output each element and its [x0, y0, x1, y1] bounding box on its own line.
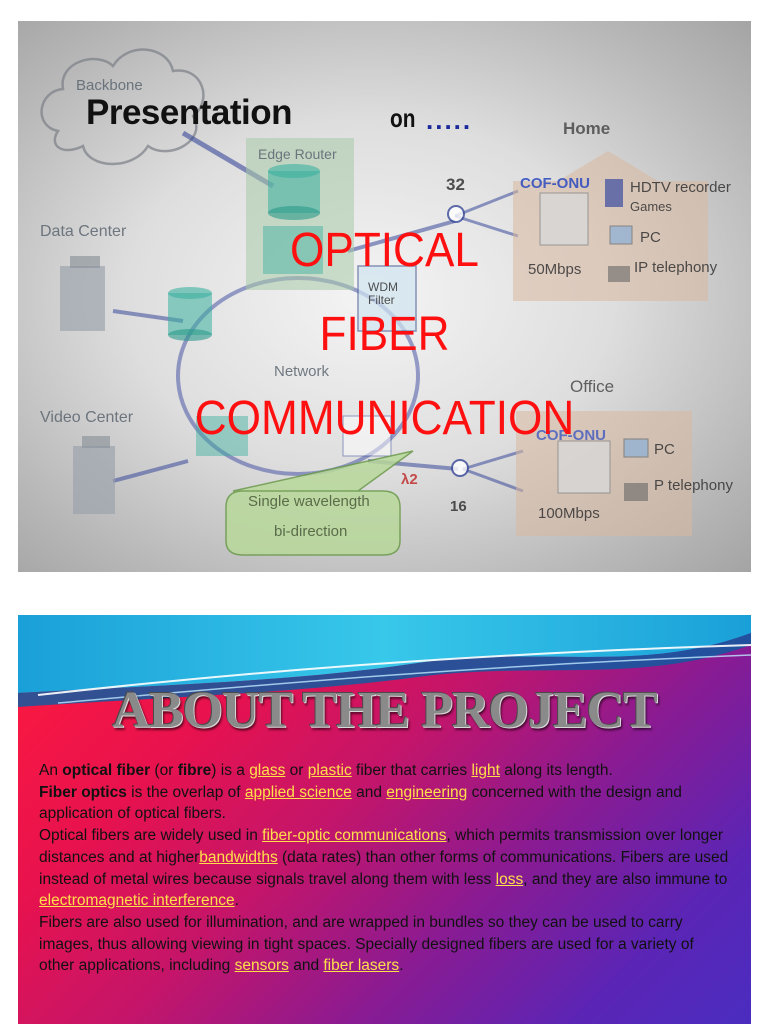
wdm-filter-box — [357, 265, 417, 332]
games-label: Games — [630, 199, 672, 214]
link-fiber-optic-communications[interactable]: fiber-optic communications — [262, 827, 447, 845]
pc-office-label: PC — [654, 441, 675, 458]
network-label: Network — [274, 363, 330, 380]
about-slide: ABOUT THE PROJECT An optical fiber (or f… — [18, 615, 751, 1024]
presentation-heading: Presentation — [86, 93, 293, 132]
ip-telephony-office-label: P telephony — [654, 477, 733, 494]
edge-router-label: Edge Router — [258, 146, 337, 162]
link-glass[interactable]: glass — [249, 762, 286, 779]
link-electromagnetic-interference[interactable]: electromagnetic interference — [39, 892, 235, 910]
text: An — [39, 762, 63, 779]
title-slide: Backbone Edge Router Home COF-ONU HDTV r… — [18, 21, 751, 572]
paragraph-illumination: Fibers are also used for illumination, a… — [39, 912, 729, 977]
text: . — [399, 957, 404, 975]
about-title: ABOUT THE PROJECT — [112, 682, 658, 739]
lambda2-label: λ2 — [401, 471, 418, 488]
count-16-label: 16 — [450, 498, 467, 515]
about-body: An optical fiber (or fibre) is a glass o… — [39, 760, 729, 977]
link-applied-science[interactable]: applied science — [244, 783, 352, 801]
link-fiber-lasers[interactable]: fiber lasers — [323, 957, 400, 975]
paragraph-fiber-optics: Fiber optics is the overlap of applied s… — [39, 782, 729, 825]
data-center-label: Data Center — [40, 223, 127, 240]
callout-bubble — [225, 450, 414, 556]
text: , and they are also immune to — [523, 870, 728, 888]
link-light[interactable]: light — [471, 762, 500, 779]
bold-term: optical fiber — [62, 762, 151, 779]
backbone-label: Backbone — [76, 77, 143, 94]
link-plastic[interactable]: plastic — [307, 762, 352, 779]
link-loss[interactable]: loss — [495, 870, 524, 888]
paragraph-uses: Optical fibers are widely used in fiber-… — [39, 825, 729, 912]
splitter-office — [451, 459, 469, 477]
text: . — [234, 892, 239, 910]
count-32-label: 32 — [446, 175, 465, 194]
data-center-building — [60, 266, 105, 331]
callout-line1: Single wavelength — [248, 493, 370, 510]
text: concerned with the design and applicatio… — [39, 783, 682, 823]
text: or — [285, 762, 308, 779]
title-line-optical: OPTICAL — [290, 224, 479, 277]
text: (or — [150, 762, 178, 779]
text: (data rates) than other forms of communi… — [39, 848, 729, 888]
ip-telephony-home-label: IP telephony — [634, 259, 718, 276]
wdm-filter-label: WDM Filter — [368, 280, 398, 307]
video-center-label: Video Center — [40, 409, 134, 426]
presentation-dots: ..... — [426, 105, 473, 135]
paragraph-definition: An optical fiber (or fibre) is a glass o… — [39, 760, 729, 782]
network-diagram-background — [40, 48, 708, 556]
text: fiber that carries — [351, 762, 472, 779]
presentation-on: on — [390, 103, 416, 133]
text: Fibers are also used for illumination, a… — [39, 913, 694, 975]
pc-home-label: PC — [640, 229, 661, 246]
text: is the overlap of — [126, 783, 245, 801]
title-line-fiber: FIBER — [319, 308, 450, 361]
wave-header-decoration — [18, 615, 751, 707]
cof-onu-home-label: COF-ONU — [520, 175, 590, 192]
link-bandwidths[interactable]: bandwidths — [199, 848, 278, 866]
backbone-cloud — [40, 48, 205, 166]
speed-home-label: 50Mbps — [528, 261, 582, 278]
text: ) is a — [211, 762, 250, 779]
bold-term: Fiber optics — [39, 783, 127, 801]
home-label: Home — [563, 119, 611, 138]
text: and — [351, 783, 387, 801]
cof-onu-office-label: COF-ONU — [536, 427, 606, 444]
link-engineering[interactable]: engineering — [386, 783, 468, 801]
splitter-home — [447, 205, 465, 223]
link-sensors[interactable]: sensors — [234, 957, 289, 975]
callout-line2: bi-direction — [274, 523, 348, 540]
video-center-building — [73, 446, 115, 514]
text: and — [288, 957, 324, 975]
speed-office-label: 100Mbps — [538, 505, 600, 522]
text: , which permits transmission over longer… — [39, 827, 724, 866]
hdtv-label: HDTV recorder — [630, 179, 731, 196]
bold-term: fibre — [177, 762, 212, 779]
title-line-communication: COMMUNICATION — [194, 392, 575, 445]
text: Optical fibers are widely used in — [39, 827, 263, 845]
office-label: Office — [570, 377, 615, 396]
text: along its length. — [499, 762, 613, 779]
